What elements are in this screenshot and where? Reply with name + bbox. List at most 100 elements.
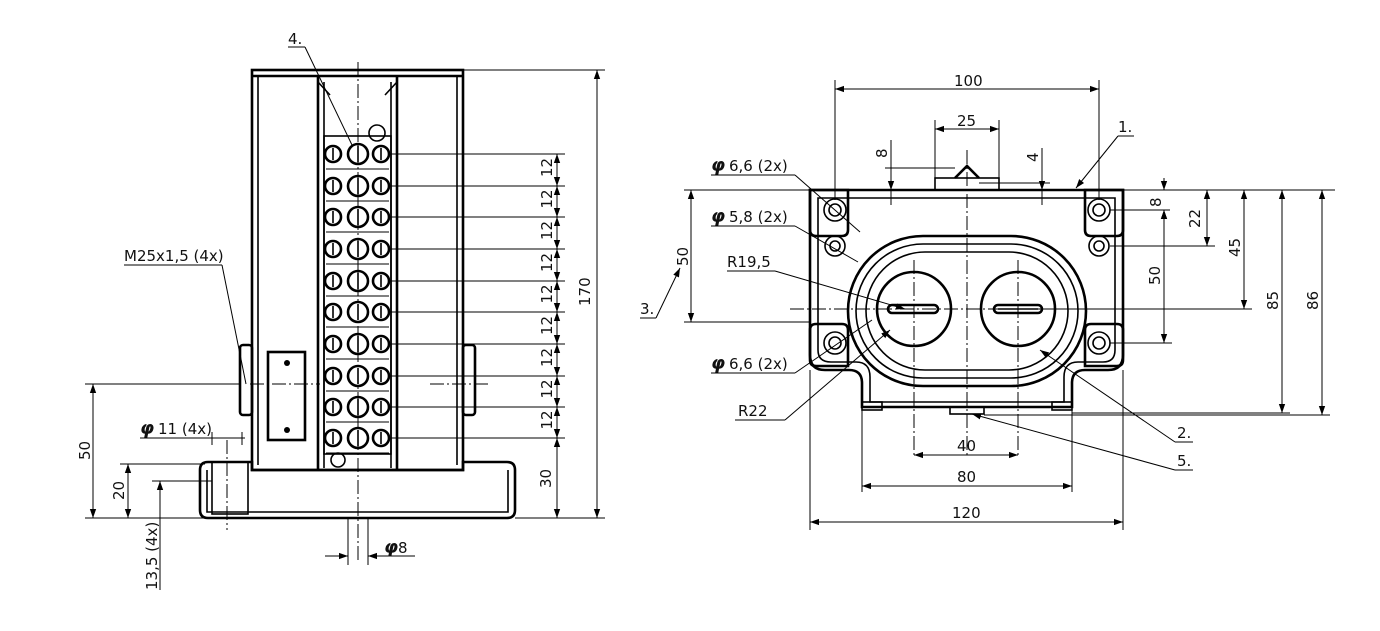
terminal-screw [371, 302, 391, 322]
terminal-rows [323, 142, 391, 454]
dim-80: 80 [861, 410, 1073, 492]
hole-66-bottom-callout: φ 6,6 (2x) [711, 319, 873, 374]
dim-25-label: 25 [957, 112, 976, 130]
pitch-12-label: 12 [538, 158, 556, 177]
dim-120-label: 120 [952, 504, 981, 522]
callout-1-label: 1. [1118, 118, 1132, 136]
terminal-screw [323, 239, 343, 259]
terminal-screw [323, 428, 343, 448]
diameter-symbol: φ [711, 206, 725, 227]
callout-3-label: 3. [640, 300, 654, 318]
terminal-screw [323, 207, 343, 227]
dim-13-5: 13,5 (4x) [143, 480, 212, 590]
front-view: 100 25 8 4 1. [640, 72, 1335, 530]
pitch-dimensions: 12 12 12 12 12 12 12 12 12 [390, 153, 565, 439]
pitch-12-label: 12 [538, 410, 556, 429]
terminal-screw [371, 207, 391, 227]
callout-5-label: 5. [1177, 452, 1191, 470]
terminal-screw [323, 366, 343, 386]
dim-8-right-label: 8 [1147, 197, 1165, 207]
dim-50-front-left: 50 [674, 189, 810, 323]
terminal-screw [323, 302, 343, 322]
radius-195-callout: R19,5 [727, 253, 906, 310]
hole-58-callout: φ 5,8 (2x) [711, 206, 859, 263]
callout-4: 4. [288, 30, 353, 146]
terminal-screw [371, 366, 391, 386]
dim-phi8-label: 8 [398, 539, 408, 557]
dim-22-right-label: 22 [1186, 209, 1204, 228]
terminal-screw [323, 397, 343, 417]
dim-45-right: 45 [1226, 190, 1248, 309]
dim-100-label: 100 [954, 72, 983, 90]
thread-callout: M25x1,5 (4x) [124, 247, 247, 385]
dim-50-left: 50 [76, 383, 240, 519]
thread-label: M25x1,5 (4x) [124, 247, 224, 265]
dim-120: 120 [809, 370, 1124, 530]
dim-right-group [984, 189, 1335, 416]
callout-4-label: 4. [288, 30, 302, 48]
dim-85-right: 85 [1264, 190, 1286, 413]
callout-5: 5. [971, 413, 1193, 471]
cable-entry-right [430, 343, 490, 417]
dim-20: 20 [110, 463, 205, 518]
diameter-symbol: φ [711, 155, 725, 176]
terminal-screw [371, 239, 391, 259]
radius-195-label: R19,5 [727, 253, 771, 271]
terminal-screw [323, 176, 343, 196]
terminal-screw [371, 144, 391, 164]
terminal-screw [371, 334, 391, 354]
terminal-screw [371, 397, 391, 417]
dim-phi8: φ 8 [325, 518, 415, 565]
hole-66-bottom-label: 6,6 (2x) [729, 355, 788, 373]
hole-11-label: 11 (4x) [158, 420, 212, 438]
callout-1: 1. [1075, 118, 1134, 189]
dim-50-left-label: 50 [76, 441, 94, 460]
hole-66-top-label: 6,6 (2x) [729, 157, 788, 175]
terminal-screw [371, 176, 391, 196]
dim-13-5-label: 13,5 (4x) [143, 522, 161, 590]
pitch-12-label: 12 [538, 379, 556, 398]
dim-85-right-label: 85 [1264, 291, 1282, 310]
pitch-12-label: 12 [538, 253, 556, 272]
dim-8-top: 8 [873, 140, 955, 205]
pitch-12-label: 12 [538, 221, 556, 240]
callout-3: 3. [640, 267, 681, 319]
dim-20-label: 20 [110, 481, 128, 500]
pitch-12-label: 12 [538, 316, 556, 335]
diameter-symbol: φ [384, 537, 398, 558]
dim-30: 30 [392, 437, 565, 518]
dim-4-top-label: 4 [1024, 152, 1042, 162]
dim-22-right: 22 [1186, 190, 1211, 246]
dim-50-right-label: 50 [1146, 266, 1164, 285]
dim-50-front-left-label: 50 [674, 247, 692, 266]
hole-11-callout: φ 11 (4x) [140, 418, 245, 445]
diameter-symbol: φ [140, 418, 154, 439]
dim-45-right-label: 45 [1226, 238, 1244, 257]
terminal-screw [371, 428, 391, 448]
terminal-screw [323, 144, 343, 164]
dim-8-top-label: 8 [873, 148, 891, 158]
dim-50-right: 50 [1146, 210, 1168, 343]
dim-40-label: 40 [957, 437, 976, 455]
pitch-12-label: 12 [538, 284, 556, 303]
diameter-symbol: φ [711, 353, 725, 374]
radius-22-label: R22 [738, 402, 768, 420]
dim-170-label: 170 [576, 277, 594, 306]
pitch-12-label: 12 [538, 189, 556, 208]
radius-22-callout: R22 [735, 329, 891, 421]
cable-entry-left [238, 343, 320, 442]
terminal-screw [371, 271, 391, 291]
dim-4-top: 4 [979, 148, 1050, 205]
dim-86-right: 86 [1304, 190, 1326, 415]
callout-2-label: 2. [1177, 424, 1191, 442]
dim-100: 100 [834, 72, 1100, 200]
hole-66-top-callout: φ 6,6 (2x) [711, 155, 861, 233]
front-body-outline [808, 164, 1125, 415]
terminal-screw [323, 334, 343, 354]
pitch-12-label: 12 [538, 348, 556, 367]
terminal-screw [323, 271, 343, 291]
dim-80-label: 80 [957, 468, 976, 486]
side-view: 4. M25x1,5 (4x) φ 11 (4x) 170 30 [76, 30, 605, 590]
dim-40: 40 [914, 437, 1018, 459]
callout-2: 2. [1039, 349, 1193, 443]
